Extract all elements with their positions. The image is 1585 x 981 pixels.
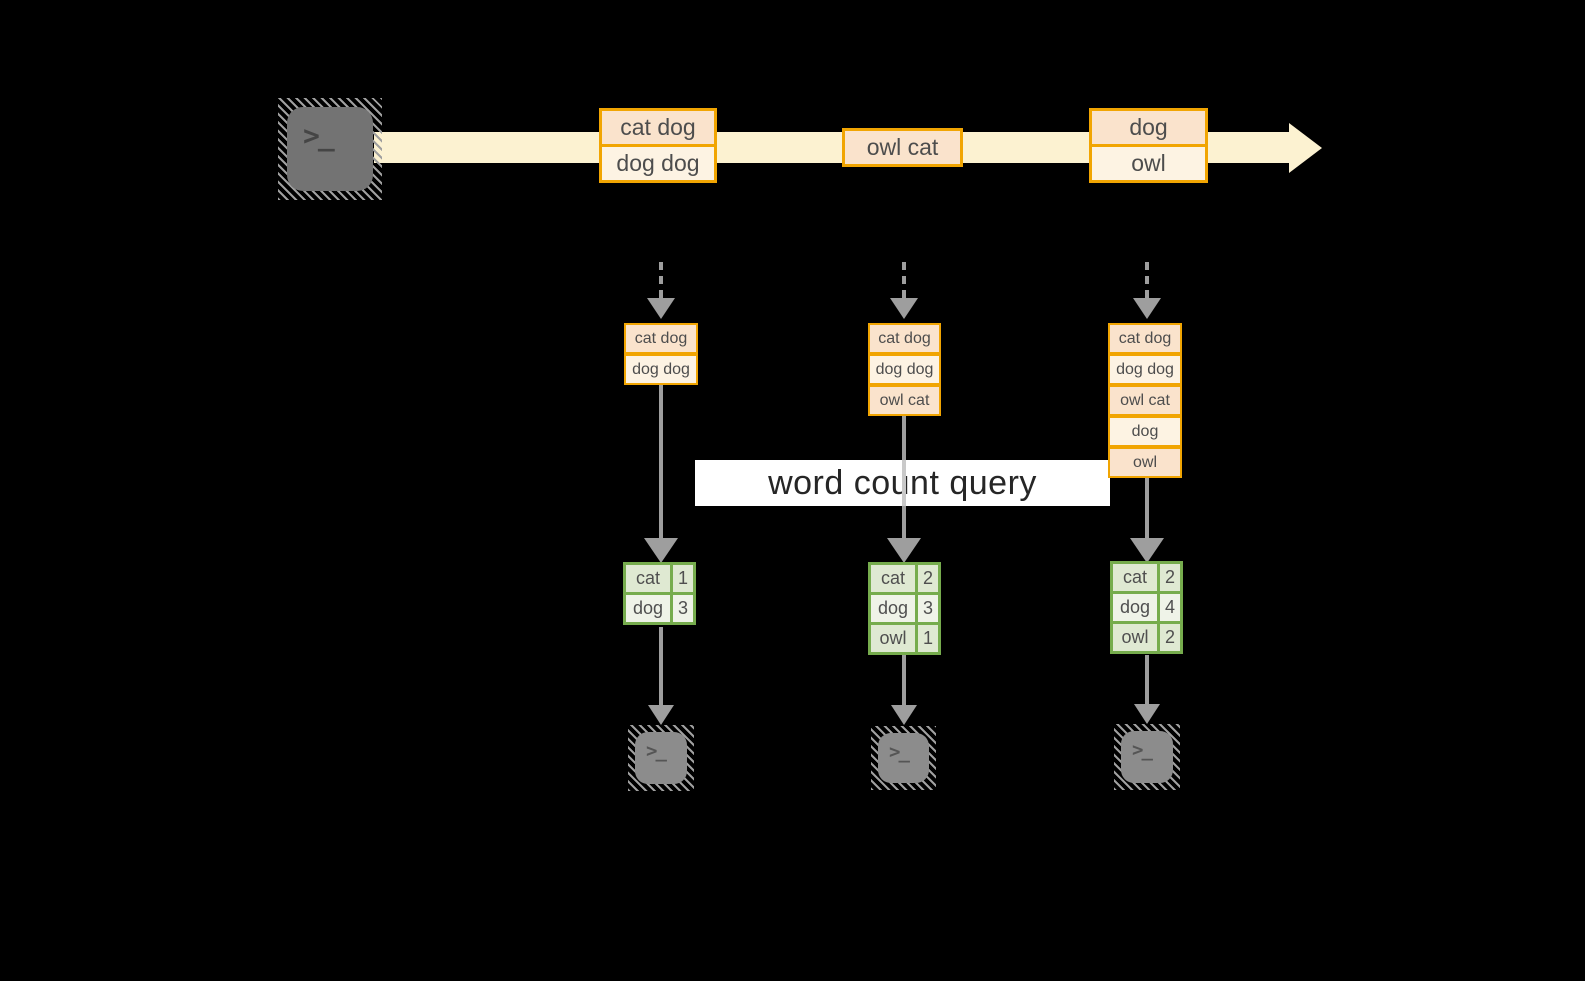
- count-cell: 2: [1160, 564, 1180, 591]
- state-stack-2: cat dog dog dog owl cat: [868, 323, 941, 416]
- word-cell: cat: [1113, 564, 1157, 591]
- state-stack-1: cat dog dog dog: [624, 323, 698, 385]
- stream-arrowhead-icon: [1289, 123, 1322, 173]
- terminal-screen: >_: [878, 733, 929, 783]
- dashed-arrow-col2: [902, 262, 906, 298]
- count-cell: 1: [918, 625, 938, 652]
- arrowhead-icon: [648, 705, 674, 725]
- state-record: owl: [1108, 447, 1182, 478]
- state-record: dog dog: [624, 354, 698, 385]
- terminal-source-icon: >_: [278, 98, 382, 200]
- arrowhead-icon: [1130, 538, 1164, 563]
- arrow-line-out3: [1145, 655, 1149, 704]
- terminal-output-icon-1: >_: [628, 725, 694, 791]
- count-cell: 3: [673, 595, 693, 622]
- stream-batch-3: dog owl: [1089, 108, 1208, 183]
- state-record: cat dog: [624, 323, 698, 354]
- arrowhead-icon: [891, 705, 917, 725]
- terminal-screen: >_: [1121, 731, 1173, 783]
- count-table-3: cat 2 dog 4 owl 2: [1110, 561, 1183, 654]
- arrow-line-col2: [902, 416, 906, 460]
- batch-record: owl: [1089, 144, 1208, 183]
- arrowhead-icon: [644, 538, 678, 563]
- prompt-icon: >_: [889, 741, 910, 763]
- word-cell: dog: [1113, 594, 1157, 621]
- count-cell: 2: [918, 565, 938, 592]
- count-cell: 4: [1160, 594, 1180, 621]
- word-cell: cat: [626, 565, 670, 592]
- arrow-line-col2-over-banner: [902, 460, 906, 506]
- count-table-1: cat 1 dog 3: [623, 562, 696, 625]
- word-cell: cat: [871, 565, 915, 592]
- arrow-line-col2: [902, 506, 906, 538]
- count-cell: 1: [673, 565, 693, 592]
- batch-record: dog dog: [599, 144, 717, 183]
- state-record: owl cat: [1108, 385, 1182, 416]
- prompt-icon: >_: [303, 119, 335, 152]
- dashed-arrowhead-icon: [647, 298, 675, 319]
- word-cell: owl: [871, 625, 915, 652]
- state-record: cat dog: [1108, 323, 1182, 354]
- batch-record: owl cat: [842, 128, 963, 167]
- state-stack-3: cat dog dog dog owl cat dog owl: [1108, 323, 1182, 478]
- word-cell: dog: [626, 595, 670, 622]
- dashed-arrowhead-icon: [1133, 298, 1161, 319]
- count-cell: 2: [1160, 624, 1180, 651]
- word-cell: dog: [871, 595, 915, 622]
- terminal-output-icon-3: >_: [1114, 724, 1180, 790]
- dashed-arrow-col1: [659, 262, 663, 298]
- arrow-line-out2: [902, 655, 906, 705]
- dashed-arrow-col3: [1145, 262, 1149, 298]
- state-record: dog dog: [1108, 354, 1182, 385]
- state-record: dog dog: [868, 354, 941, 385]
- terminal-screen: >_: [635, 732, 687, 784]
- prompt-icon: >_: [1132, 739, 1153, 761]
- stream-batch-1: cat dog dog dog: [599, 108, 717, 183]
- arrowhead-icon: [1134, 704, 1160, 724]
- state-record: dog: [1108, 416, 1182, 447]
- prompt-icon: >_: [646, 740, 667, 762]
- word-cell: owl: [1113, 624, 1157, 651]
- dashed-arrowhead-icon: [890, 298, 918, 319]
- arrowhead-icon: [887, 538, 921, 563]
- arrow-line-col3: [1145, 478, 1149, 538]
- state-record: owl cat: [868, 385, 941, 416]
- arrow-line-col1: [659, 385, 663, 538]
- count-table-2: cat 2 dog 3 owl 1: [868, 562, 941, 655]
- terminal-screen: >_: [287, 107, 373, 191]
- count-cell: 3: [918, 595, 938, 622]
- batch-record: cat dog: [599, 108, 717, 147]
- stream-batch-2: owl cat: [842, 128, 963, 167]
- arrow-line-out1: [659, 627, 663, 705]
- terminal-output-icon-2: >_: [871, 726, 936, 790]
- state-record: cat dog: [868, 323, 941, 354]
- batch-record: dog: [1089, 108, 1208, 147]
